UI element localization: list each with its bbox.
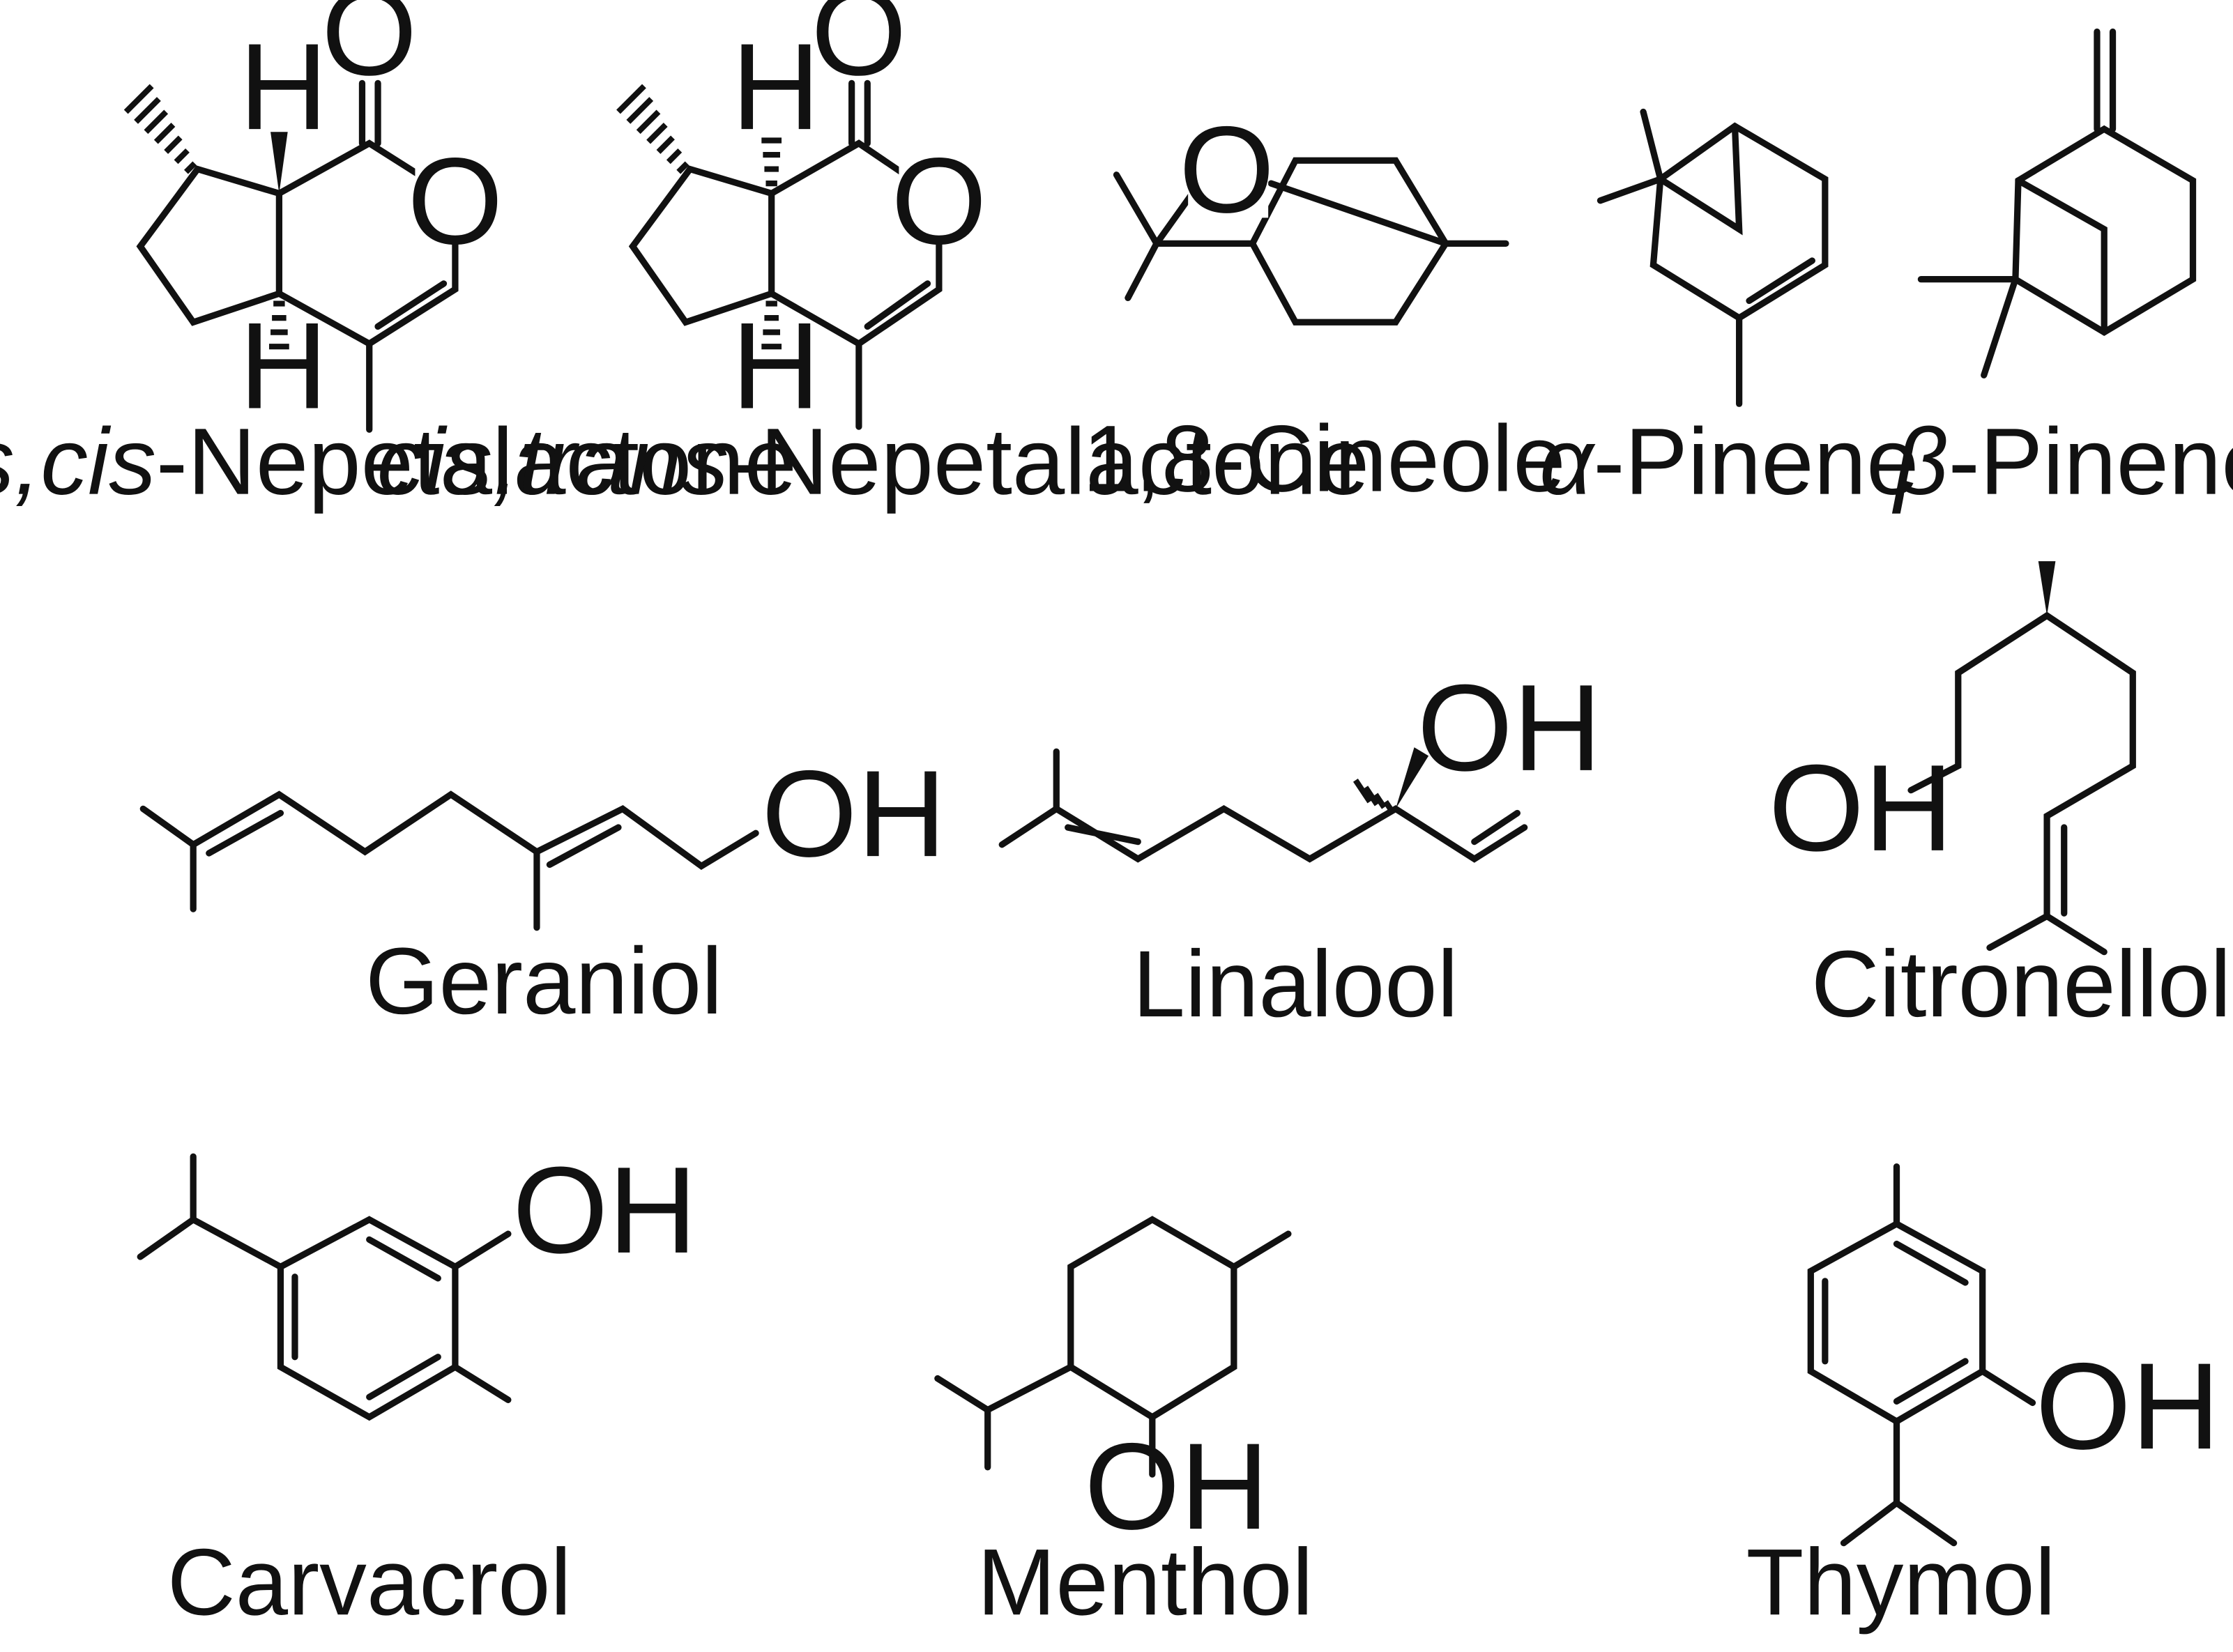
molecule-geraniol: OH Geraniol bbox=[139, 745, 946, 1034]
h-wedge-bond bbox=[270, 132, 288, 194]
molecule-label: Thymol bbox=[1746, 1529, 2056, 1635]
hydroxyl-group: OH bbox=[1417, 659, 1602, 797]
molecule-label: α-Pinene bbox=[1539, 408, 1919, 514]
oxygen-atom: O bbox=[407, 132, 503, 270]
molecule-label: Geraniol bbox=[365, 928, 722, 1034]
hydrogen-atom: H bbox=[731, 18, 821, 155]
molecule-beta-pinene: β-Pinene bbox=[1891, 28, 2233, 514]
hydrogen-atom: H bbox=[239, 297, 328, 434]
molecule-label: Linalool bbox=[1133, 931, 1458, 1037]
molecule-citronellol: OH Citronellol bbox=[1769, 561, 2231, 1037]
molecule-trans-cis-nepetalactone: O O H H trans,cis-Nepetalactone bbox=[0, 0, 797, 514]
methyl-hash-bond bbox=[1352, 779, 1394, 812]
molecule-label: Menthol bbox=[977, 1529, 1313, 1635]
methyl-hash-bond bbox=[616, 84, 689, 174]
molecule-label: 1,8-Cineole bbox=[1083, 406, 1566, 512]
oxygen-atom: O bbox=[811, 0, 906, 101]
h-hash-bond-top bbox=[761, 137, 782, 187]
oxygen-atom: O bbox=[891, 132, 986, 270]
molecule-thymol: OH Thymol bbox=[1746, 1163, 2220, 1635]
hydroxyl-group: OH bbox=[1084, 1418, 1269, 1555]
molecule-label: Carvacrol bbox=[167, 1529, 572, 1635]
hydroxyl-wedge-bond bbox=[1395, 747, 1429, 809]
molecule-label: Citronellol bbox=[1811, 931, 2231, 1037]
methyl-wedge-bond bbox=[2038, 561, 2056, 616]
molecule-alpha-pinene: α-Pinene bbox=[1539, 108, 1919, 514]
hydroxyl-group: OH bbox=[512, 1142, 697, 1279]
molecule-label: β-Pinene bbox=[1891, 408, 2233, 514]
h-hash-bond bbox=[269, 300, 289, 350]
molecule-cineole: O 1,8-Cineole bbox=[1083, 101, 1566, 511]
h-hash-bond-bottom bbox=[761, 300, 782, 350]
hydrogen-atom: H bbox=[239, 18, 328, 155]
oxygen-atom: O bbox=[321, 0, 417, 101]
hydroxyl-group: OH bbox=[2036, 1338, 2220, 1475]
molecule-cis-trans-nepetalactone: O O H H cis,trans-Nepetalactone bbox=[377, 0, 1370, 514]
oxygen-atom: O bbox=[1179, 101, 1274, 238]
molecule-carvacrol: OH Carvacrol bbox=[137, 1142, 697, 1635]
molecule-label: trans,cis-Nepetalactone bbox=[0, 408, 797, 514]
hydrogen-atom: H bbox=[731, 297, 821, 434]
molecule-menthol: OH Menthol bbox=[934, 1216, 1313, 1635]
hydroxyl-group: OH bbox=[761, 745, 946, 882]
hydroxyl-group: OH bbox=[1769, 740, 1953, 877]
methyl-hash-bond bbox=[123, 84, 197, 174]
molecule-label: cis,trans-Nepetalactone bbox=[377, 408, 1370, 514]
molecule-linalool: OH Linalool bbox=[998, 659, 1602, 1037]
